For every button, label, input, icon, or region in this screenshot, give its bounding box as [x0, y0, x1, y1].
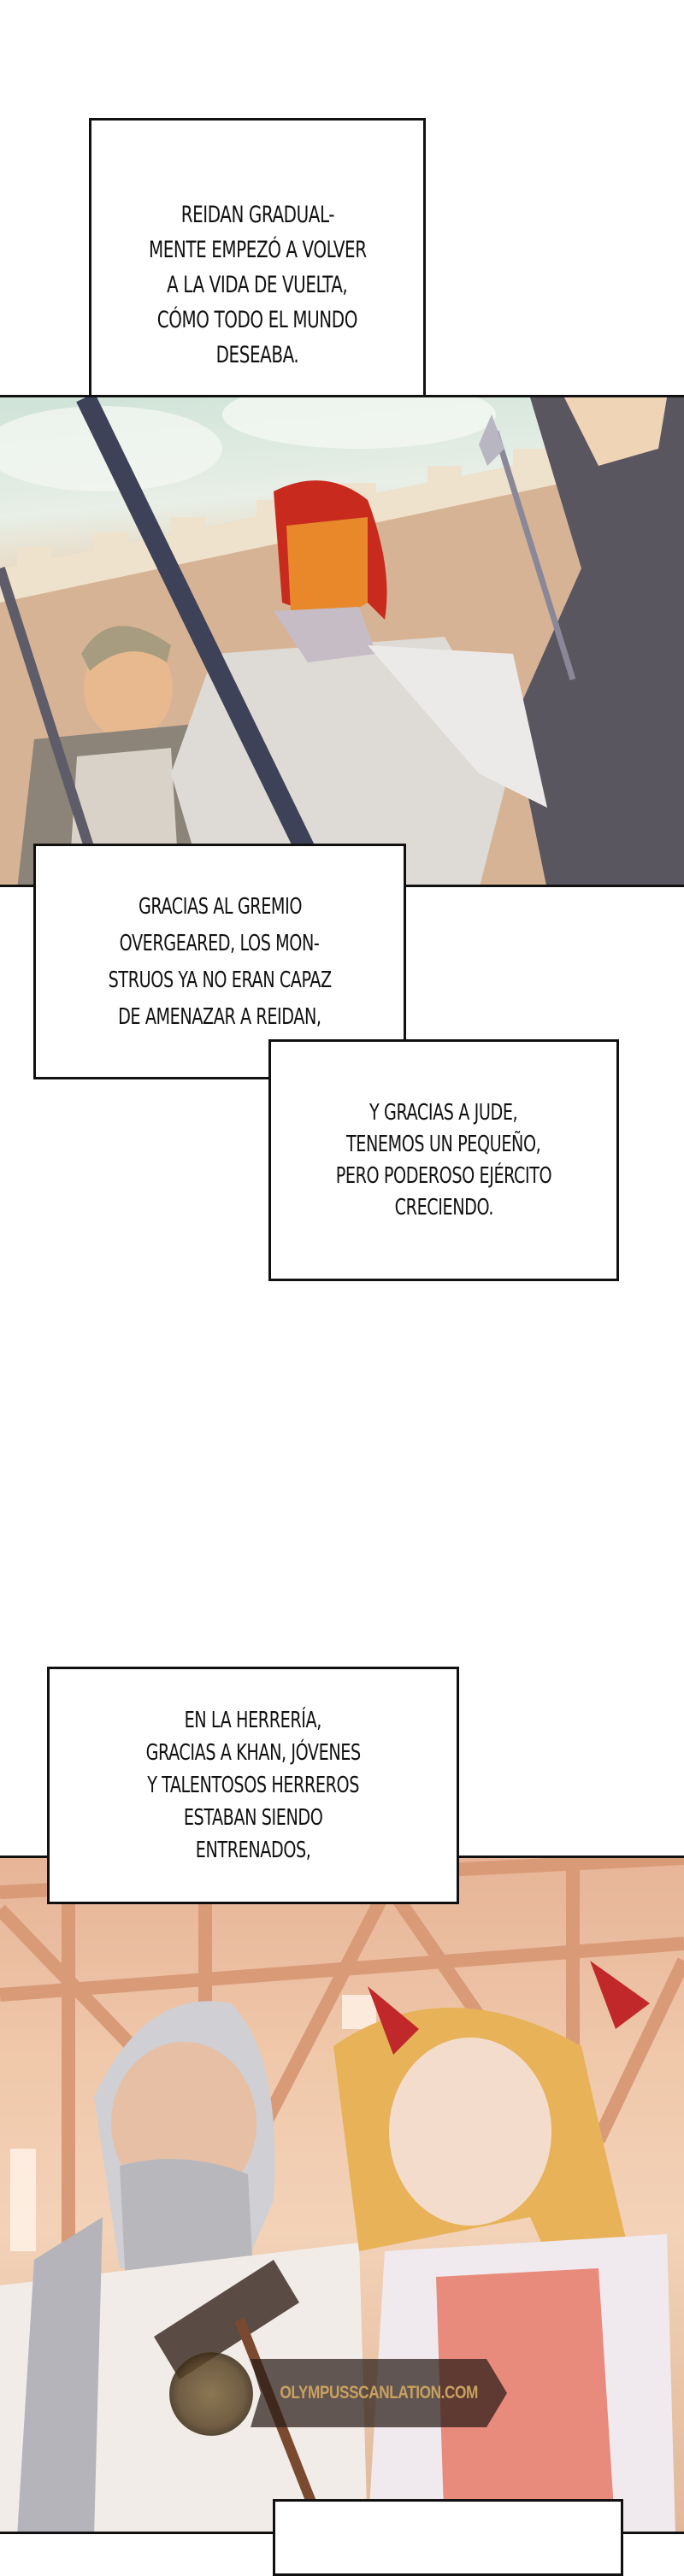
caption-line: creciendo. [394, 1194, 493, 1220]
caption-line: cómo todo el mundo [156, 307, 358, 333]
caption-line: En la herrería, [184, 1708, 322, 1733]
caption-line: de amenazar a Reidan, [118, 1004, 321, 1030]
caption-line: tenemos un pequeño, [346, 1131, 541, 1157]
caption-line: Y gracias a Jude, [369, 1099, 518, 1126]
caption-box-4: En la herrería, gracias a Khan, jóvenes … [47, 1667, 459, 1904]
caption-line: deseaba. [215, 342, 299, 368]
comic-panel-blacksmiths [0, 1856, 684, 2534]
caption-line: Overgeared, los mon- [120, 931, 320, 956]
caption-line: estaban siendo [183, 1805, 323, 1831]
caption-line: Gracias al gremio [138, 894, 302, 920]
caption-line: mente empezó a volver [148, 237, 367, 263]
caption-box-3: Y gracias a Jude, tenemos un pequeño, pe… [268, 1039, 619, 1281]
caption-line: y talentosos herreros [147, 1773, 359, 1798]
greek-temple-emblem-icon [169, 2352, 253, 2436]
caption-line: pero poderoso ejército [335, 1162, 552, 1189]
knights-illustration [0, 397, 684, 885]
watermark-banner: OLYMPUSSCANLATION.COM [251, 2359, 507, 2427]
caption-line: struos ya no eran capaz [108, 967, 332, 993]
caption-line: entrenados, [195, 1838, 311, 1863]
comic-panel-knights [0, 395, 684, 887]
caption-box-5 [273, 2499, 623, 2576]
caption-line: a la vida de vuelta, [167, 272, 348, 298]
caption-line: gracias a Khan, jóvenes [145, 1740, 361, 1766]
caption-line: Reidan gradual- [180, 202, 334, 228]
watermark: OLYMPUSSCANLATION.COM [169, 2352, 520, 2438]
watermark-text: OLYMPUSSCANLATION.COM [280, 2383, 478, 2403]
